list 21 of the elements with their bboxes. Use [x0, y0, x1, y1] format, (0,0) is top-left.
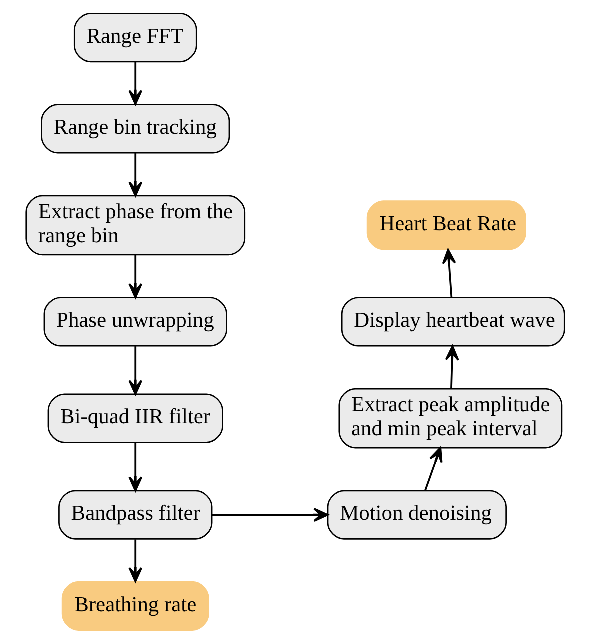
arrow: [445, 346, 460, 389]
node-box: Breathing rate: [62, 581, 210, 632]
arrow: [424, 447, 443, 491]
arrow: [128, 540, 143, 582]
node-box: Phase unwrapping: [44, 297, 228, 347]
node-box: Motion denoising: [327, 490, 507, 540]
node-box: Bi-quad IIR filter: [48, 394, 224, 444]
node-box: Display heartbeat wave: [341, 297, 566, 347]
node-box: Bandpass filter: [58, 490, 213, 540]
arrow: [128, 346, 143, 396]
node-box: Range FFT: [74, 12, 198, 63]
node-box: Extract phase from the range bin: [26, 195, 246, 256]
node-box: Heart Beat Rate: [366, 200, 526, 250]
arrow: [212, 508, 329, 522]
arrow: [442, 249, 456, 298]
arrow: [128, 62, 143, 106]
arrow: [128, 254, 143, 299]
arrow: [128, 153, 143, 197]
node-box: Range bin tracking: [41, 104, 230, 154]
node-box: Extract peak amplitude and min peak interval: [338, 388, 563, 449]
arrow: [128, 443, 143, 492]
